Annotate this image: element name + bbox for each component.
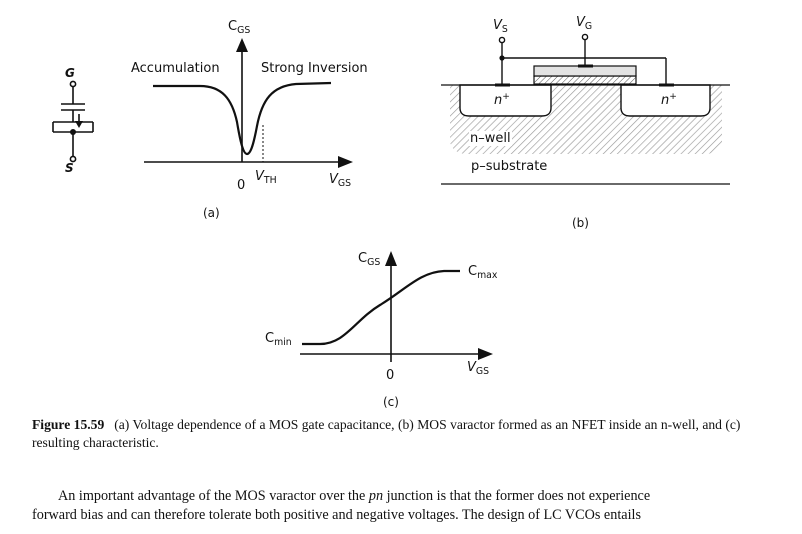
c-y-axis-sub: GS [367,256,381,268]
vg-sub: G [584,20,593,32]
nplus-left-diffusion [459,84,552,117]
fig-a-cgs-curve [153,81,332,156]
y-axis-sub: GS [237,24,251,36]
varactor-cross-section [441,33,730,185]
wiring [501,38,667,85]
fig-c-origin-label: 0 [386,368,395,383]
fig-a-origin-label: 0 [237,178,246,193]
paragraph-line-1: An important advantage of the MOS varact… [32,488,772,505]
vth-sub: TH [263,174,277,186]
fig-c-x-arrow-icon [478,348,493,360]
vs-terminal-icon [498,36,506,44]
fig-b-tag: (b) [572,216,589,230]
nplus-left-label: n+ [494,92,510,108]
fig-c-tag: (c) [383,395,399,409]
figure-number: Figure 15.59 [32,417,105,432]
figure-caption: Figure 15.59(a) Voltage dependence of a … [32,416,752,452]
nplus-right-label: n+ [661,92,677,108]
nplus-right-sup: + [669,92,677,102]
c-y-axis-main: C [358,251,368,266]
fig-c-y-axis-label: CGS [358,251,381,268]
nplus-left-sup: + [502,92,510,102]
paragraph-line-2: forward bias and can therefore tolerate … [32,507,641,523]
fig-a-y-arrow-icon [236,38,248,52]
x-axis-sub: GS [337,177,352,189]
vs-sub: S [501,23,508,35]
fig-c-y-arrow-icon [385,251,397,266]
fig-a-x-arrow-icon [338,156,353,168]
nplus-right-diffusion [620,84,711,117]
accumulation-label: Accumulation [131,61,220,76]
gate-label: G [65,66,75,80]
cmax-main: C [468,264,478,279]
c-x-axis-main: V [467,360,476,375]
caption-text: (a) Voltage dependence of a MOS gate cap… [32,417,741,450]
vth-label: VTH [255,169,277,186]
source-label: S [65,161,74,175]
line1-part-b: junction is that the former does not exp… [383,488,651,504]
vg-label: VG [576,15,593,32]
fig-c-cgs-curve [302,269,460,346]
fig-c-x-axis-label: VGS [467,360,490,377]
vs-junction-dot-icon [499,55,505,61]
line1-math: pn [368,488,384,504]
vs-main: V [493,18,502,33]
junction-dot-icon [70,129,76,135]
gate-oxide [533,75,637,85]
cmax-label: Cmax [468,264,498,281]
nwell-label: n–well [469,131,512,146]
fig-a-y-axis-label: CGS [228,19,251,36]
y-axis-main: C [228,19,238,34]
vs-label: VS [493,18,508,35]
psubstrate-label: p–substrate [471,159,548,174]
vth-main: V [255,169,264,184]
cmin-sub: min [274,336,292,348]
x-axis-main: V [329,172,338,187]
line1-part-a: An important advantage of the MOS varact… [58,488,369,504]
nplus-right-main: n [661,93,670,108]
vg-main: V [576,15,585,30]
fig-a-tag: (a) [203,206,220,220]
cmax-sub: max [477,269,498,281]
vg-terminal-icon [581,33,589,41]
strong-inversion-label: Strong Inversion [261,61,368,76]
fig-a-x-axis-label: VGS [329,172,352,189]
cmin-label: Cmin [265,331,292,348]
cmin-main: C [265,331,275,346]
arrow-icon [75,121,83,128]
nplus-left-main: n [494,93,503,108]
mos-capacitor-symbol [52,80,94,163]
c-x-axis-sub: GS [475,365,490,377]
